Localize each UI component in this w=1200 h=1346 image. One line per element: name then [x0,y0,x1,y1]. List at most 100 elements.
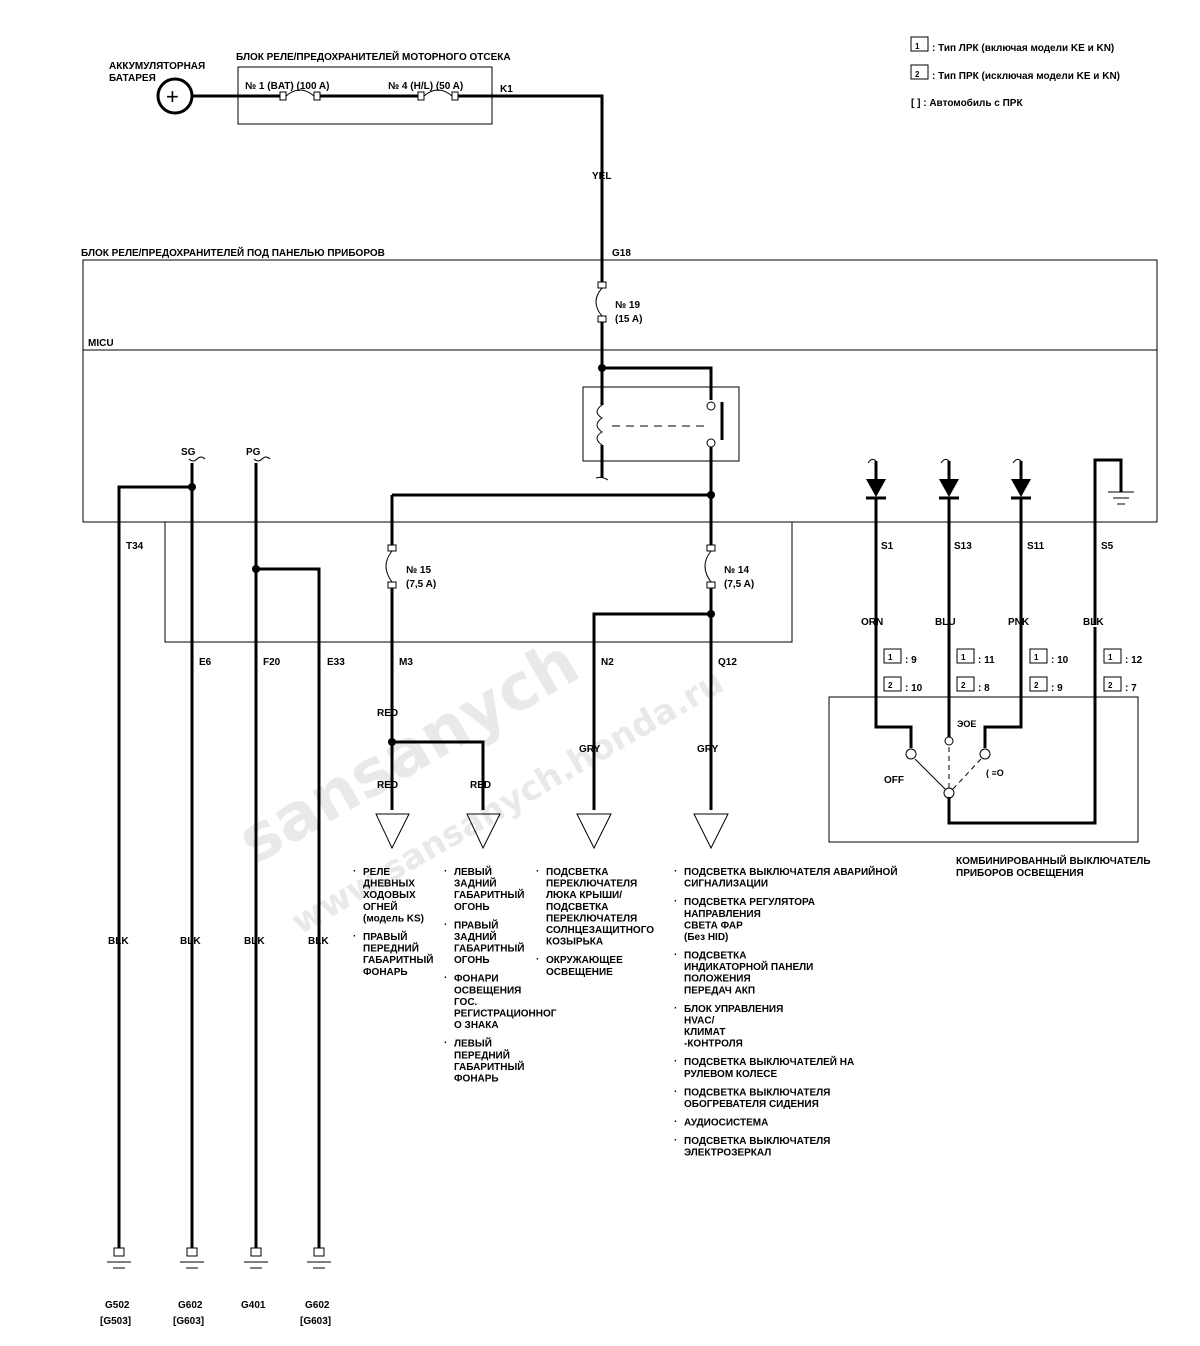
fuse-15-amp: (7,5 A) [406,579,436,590]
switch-common-contact [943,787,955,799]
load-item-line: СОЛНЦЕЗАЩИТНОГО [546,925,654,936]
load-arrow-gry-n2 [576,813,612,850]
load-item-line: ПОДСВЕТКА ВЫКЛЮЧАТЕЛЯ [684,1136,830,1147]
load-item-line: СВЕТА ФАР [684,920,743,931]
load-item-line: ГАБАРИТНЫЙ [363,953,433,966]
switch-off-label: OFF [884,775,904,786]
list-bullet: · [674,1056,677,1067]
load-item-line: ПОДСВЕТКА ВЫКЛЮЧАТЕЛЕЙ НА [684,1055,854,1068]
terminal-s11: S11 [1027,541,1045,552]
terminal-t34: T34 [126,541,144,552]
list-bullet: · [536,866,539,877]
load-item-line: КОЗЫРЬКА [546,937,603,948]
wire-gry-n2-label: GRY [579,744,601,755]
load-item-line: ГАБАРИТНЫЙ [454,942,524,955]
load-item-line: ОКРУЖАЮЩЕЕ [546,955,623,966]
wire-red-label: RED [377,708,398,719]
ground-g602-alt: [G603] [173,1316,204,1327]
fuse-19-icon [597,281,607,289]
switch-contact-parking [944,736,954,746]
headlight-icon: ( ≡O [986,768,1004,778]
parking-light-icon: ЭОЕ [957,719,976,729]
pin-blk-rhd: : 7 [1125,683,1137,694]
pin-box-blk-1 [1103,648,1122,664]
relay-contact-upper [706,401,716,411]
combination-switch-label-1: КОМБИНИРОВАННЫЙ ВЫКЛЮЧАТЕЛЬ [956,854,1151,867]
load-item-line: АУДИОСИСТЕМА [684,1118,768,1129]
load-item-line: ФОНАРЬ [363,967,408,978]
relay-contact-lower [706,438,716,448]
wire-blu-label: BLU [935,617,956,628]
load-item-line: ПЕРЕДНИЙ [363,942,419,955]
pin-box-blu-1-label: 1 [961,653,966,662]
pin-pnk-rhd: : 9 [1051,683,1063,694]
list-bullet: · [674,1117,677,1128]
pin-box-orn-1 [883,648,902,664]
load-item-line: -КОНТРОЛЯ [684,1039,743,1050]
combination-switch-label-2: ПРИБОРОВ ОСВЕЩЕНИЯ [956,868,1084,879]
micu-outputs [866,458,1134,748]
micu-label: MICU [88,338,114,349]
load-item-line: ПРАВЫЙ [363,930,407,943]
load-item-line: ОБОГРЕВАТЕЛЯ СИДЕНИЯ [684,1099,819,1110]
legend-box-2 [910,64,929,80]
fuse-15-label: № 15 [406,565,431,576]
switch-lever [914,758,946,790]
fuse-4-label: № 4 (H/L) (50 A) [388,81,463,92]
load-item-line: ИНДИКАТОРНОЙ ПАНЕЛИ [684,960,813,973]
terminal-s5: S5 [1101,541,1114,552]
load-item-line: РУЛЕВОМ КОЛЕСЕ [684,1069,777,1080]
pin-box-blk-1-label: 1 [1108,653,1113,662]
wire-t34 [117,485,192,1248]
wire-blk-4-label: BLK [308,936,329,947]
list-bullet: · [536,954,539,965]
wire-blk-3-label: BLK [244,936,265,947]
diode-icon-s11 [1011,479,1031,497]
fuse-15: № 15 (7,5 A) [385,495,436,742]
pin-orn-rhd: : 10 [905,683,923,694]
pin-box-blu-2-label: 2 [961,681,966,690]
list-bullet: · [444,973,447,984]
terminal-q12: Q12 [718,657,737,668]
dash-fuse-box-title: БЛОК РЕЛЕ/ПРЕДОХРАНИТЕЛЕЙ ПОД ПАНЕЛЬЮ ПР… [81,246,385,259]
wire-e33 [256,567,321,1248]
pin-box-pnk-2-label: 2 [1034,681,1039,690]
pin-box-blk-2 [1103,676,1122,692]
diode-icon-s13 [939,479,959,497]
ground-icon-g602-b [313,1247,325,1257]
list-bullet: · [674,950,677,961]
load-item-line: ПЕРЕКЛЮЧАТЕЛЯ [546,879,637,890]
list-bullet: · [444,1038,447,1049]
load-item-line: ЛЕВЫЙ [454,1037,492,1050]
fuse-14-icon [706,544,716,552]
load-item-line: ПОДСВЕТКА РЕГУЛЯТОРА [684,897,815,908]
fuse-19-amp: (15 A) [615,314,642,325]
battery-label-2: БАТАРЕЯ [109,73,156,84]
ground-symbols [107,1247,331,1269]
terminal-sg: SG [181,447,196,458]
wire-blk-2-label: BLK [180,936,201,947]
load-item-line: БЛОК УПРАВЛЕНИЯ [684,1004,783,1015]
load-item-line: ОГОНЬ [454,902,490,913]
load-item-line: ПЕРЕДАЧ АКП [684,985,755,996]
engine-fuse-box-title: БЛОК РЕЛЕ/ПРЕДОХРАНИТЕЛЕЙ МОТОРНОГО ОТСЕ… [236,50,511,63]
ground-icon-g602 [186,1247,198,1257]
legend-box-1-label: 1 [915,42,920,51]
terminal-g18: G18 [612,248,631,259]
switch-contact-off [905,748,917,760]
pin-box-orn-2-label: 2 [888,681,893,690]
load-item-line: ПОЛОЖЕНИЯ [684,974,751,985]
switch-contact-headlight [979,748,991,760]
load-item-line: КЛИМАТ [684,1027,725,1038]
ground-g602-b-label: G602 [305,1300,330,1311]
load-item-line: ПОДСВЕТКА ВЫКЛЮЧАТЕЛЯ АВАРИЙНОЙ [684,865,898,878]
ground-icon-g502 [113,1247,125,1257]
load-item-line: ОСВЕЩЕНИЯ [454,985,521,996]
load-item-line: ЛЮКА КРЫШИ/ [546,890,622,901]
pin-blu-rhd: : 8 [978,683,990,694]
legend-rhd-bracket-text: [ ] : Автомобиль с ПРК [911,97,1023,109]
legend-rhd-text: : Тип ПРК (исключая модели KE и KN) [932,71,1120,82]
pin-box-pnk-2 [1029,676,1048,692]
relay-coil-icon [596,404,603,446]
wire-gry-q12-label: GRY [697,744,719,755]
